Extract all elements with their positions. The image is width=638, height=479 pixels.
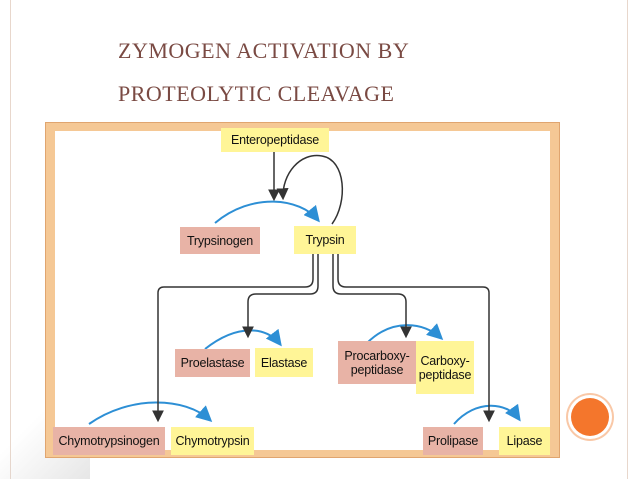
slide-border <box>10 0 628 479</box>
slide-title: ZYMOGEN ACTIVATION BY PROTEOLYTIC CLEAVA… <box>118 29 578 115</box>
node-trypsin: Trypsin <box>294 226 356 254</box>
node-chymotrypsinogen: Chymotrypsinogen <box>53 427 165 455</box>
arrow-trypsin-to-proelastase <box>242 254 319 339</box>
node-carboxypeptidase: Carboxy- peptidase <box>416 341 474 394</box>
title-line-1: ZYMOGEN ACTIVATION BY <box>118 38 410 63</box>
decorative-orange-circle <box>571 398 609 436</box>
arrow-trypsin-autocatalysis <box>276 154 344 225</box>
title-line-2: PROTEOLYTIC CLEAVAGE <box>118 81 395 106</box>
arrow-trypsin-to-chymotrypsinogen <box>152 254 314 423</box>
arrow-trypsin-to-procarboxypeptidase <box>332 254 412 339</box>
diagram-frame <box>45 122 560 458</box>
node-procarboxypeptidase: Procarboxy- peptidase <box>338 341 416 384</box>
arrow-trypsin-to-prolipase <box>337 254 495 423</box>
node-elastase: Elastase <box>255 348 313 377</box>
node-proelastase: Proelastase <box>175 349 250 377</box>
node-chymotrypsin: Chymotrypsin <box>171 427 254 455</box>
activation-chymotrypsinogen-to-chymotrypsin <box>88 401 213 425</box>
activation-proelastase-to-elastase <box>204 328 282 350</box>
node-enteropeptidase: Enteropeptidase <box>221 128 329 152</box>
node-lipase: Lipase <box>499 427 550 455</box>
node-prolipase: Prolipase <box>423 427 483 455</box>
activation-procarboxypeptidase-to-carboxypeptidase <box>366 323 444 344</box>
activation-trypsinogen-to-trypsin <box>214 200 320 224</box>
node-trypsinogen: Trypsinogen <box>180 227 260 254</box>
activation-prolipase-to-lipase <box>453 403 521 425</box>
diagram-canvas <box>55 131 550 450</box>
